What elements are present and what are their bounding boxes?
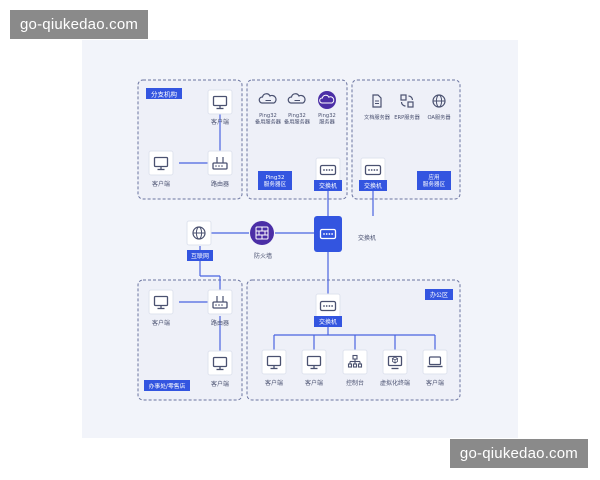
core-switch[interactable]: 交换机 [314, 216, 376, 252]
svg-text:客户端: 客户端 [426, 379, 444, 387]
branch-client-left[interactable]: 客户端 [148, 150, 174, 188]
internet-node[interactable]: 互联网 [186, 220, 213, 261]
svg-text:交换机: 交换机 [319, 318, 337, 326]
svg-text:客户端: 客户端 [152, 319, 170, 327]
svg-text:路由器: 路由器 [211, 319, 229, 327]
small-office-title: 办事处/零售店 [144, 380, 190, 391]
branch-router[interactable]: 路由器 [207, 150, 233, 188]
small-office-client-left[interactable]: 客户端 [148, 289, 174, 327]
branch-client-top[interactable]: 客户端 [207, 89, 233, 126]
svg-text:客户端: 客户端 [305, 379, 323, 387]
switch-icon [319, 228, 337, 240]
office-device-client-3[interactable]: 客户端 [422, 349, 448, 387]
office-device-client-1[interactable]: 客户端 [261, 349, 287, 387]
svg-text:分支机构: 分支机构 [151, 90, 178, 99]
connection-lines [179, 114, 436, 351]
svg-text:控制台: 控制台 [346, 379, 364, 387]
svg-text:客户端: 客户端 [265, 379, 283, 387]
app-zone-label: 应用服务器区 [417, 171, 451, 190]
svg-text:客户端: 客户端 [211, 380, 229, 388]
office-switch[interactable]: 交换机 [314, 293, 342, 327]
svg-text:交换机: 交换机 [364, 182, 382, 190]
office-title: 办公区 [425, 289, 453, 300]
firewall-icon [255, 226, 269, 240]
svg-text:文档服务器: 文档服务器 [364, 113, 391, 121]
doc-server[interactable]: 文档服务器 [364, 94, 391, 121]
svg-text:交换机: 交换机 [319, 182, 337, 190]
svg-text:虚拟化终端: 虚拟化终端 [380, 379, 410, 387]
watermark-top: go-qiukedao.com [10, 10, 149, 39]
office-device-vdi[interactable]: 虚拟化终端 [380, 349, 410, 387]
svg-text:路由器: 路由器 [211, 180, 229, 188]
svg-text:应用服务器区: 应用服务器区 [423, 173, 446, 188]
branch-title: 分支机构 [146, 88, 182, 99]
svg-text:办事处/零售店: 办事处/零售店 [149, 382, 186, 390]
svg-text:ERP服务器: ERP服务器 [394, 113, 420, 121]
svg-text:办公区: 办公区 [430, 291, 448, 299]
small-office-client-bottom[interactable]: 客户端 [207, 350, 233, 388]
svg-text:OA服务器: OA服务器 [427, 113, 451, 121]
cloud-server-icon [319, 94, 335, 104]
svg-text:防火墙: 防火墙 [254, 252, 272, 260]
ping32-switch[interactable]: 交换机 [314, 157, 342, 191]
svg-text:客户端: 客户端 [152, 180, 170, 188]
watermark-bottom: go-qiukedao.com [449, 439, 588, 468]
svg-text:交换机: 交换机 [358, 234, 376, 242]
svg-text:互联网: 互联网 [191, 252, 209, 260]
oa-server[interactable]: OA服务器 [427, 94, 451, 121]
small-office-router[interactable]: 路由器 [207, 289, 233, 327]
app-switch[interactable]: 交换机 [359, 157, 387, 191]
svg-text:客户端: 客户端 [211, 118, 229, 126]
firewall-node[interactable]: 防火墙 [250, 221, 274, 260]
office-device-client-2[interactable]: 客户端 [301, 349, 327, 387]
office-device-console[interactable]: 控制台 [342, 349, 368, 387]
erp-server[interactable]: ERP服务器 [394, 94, 421, 121]
